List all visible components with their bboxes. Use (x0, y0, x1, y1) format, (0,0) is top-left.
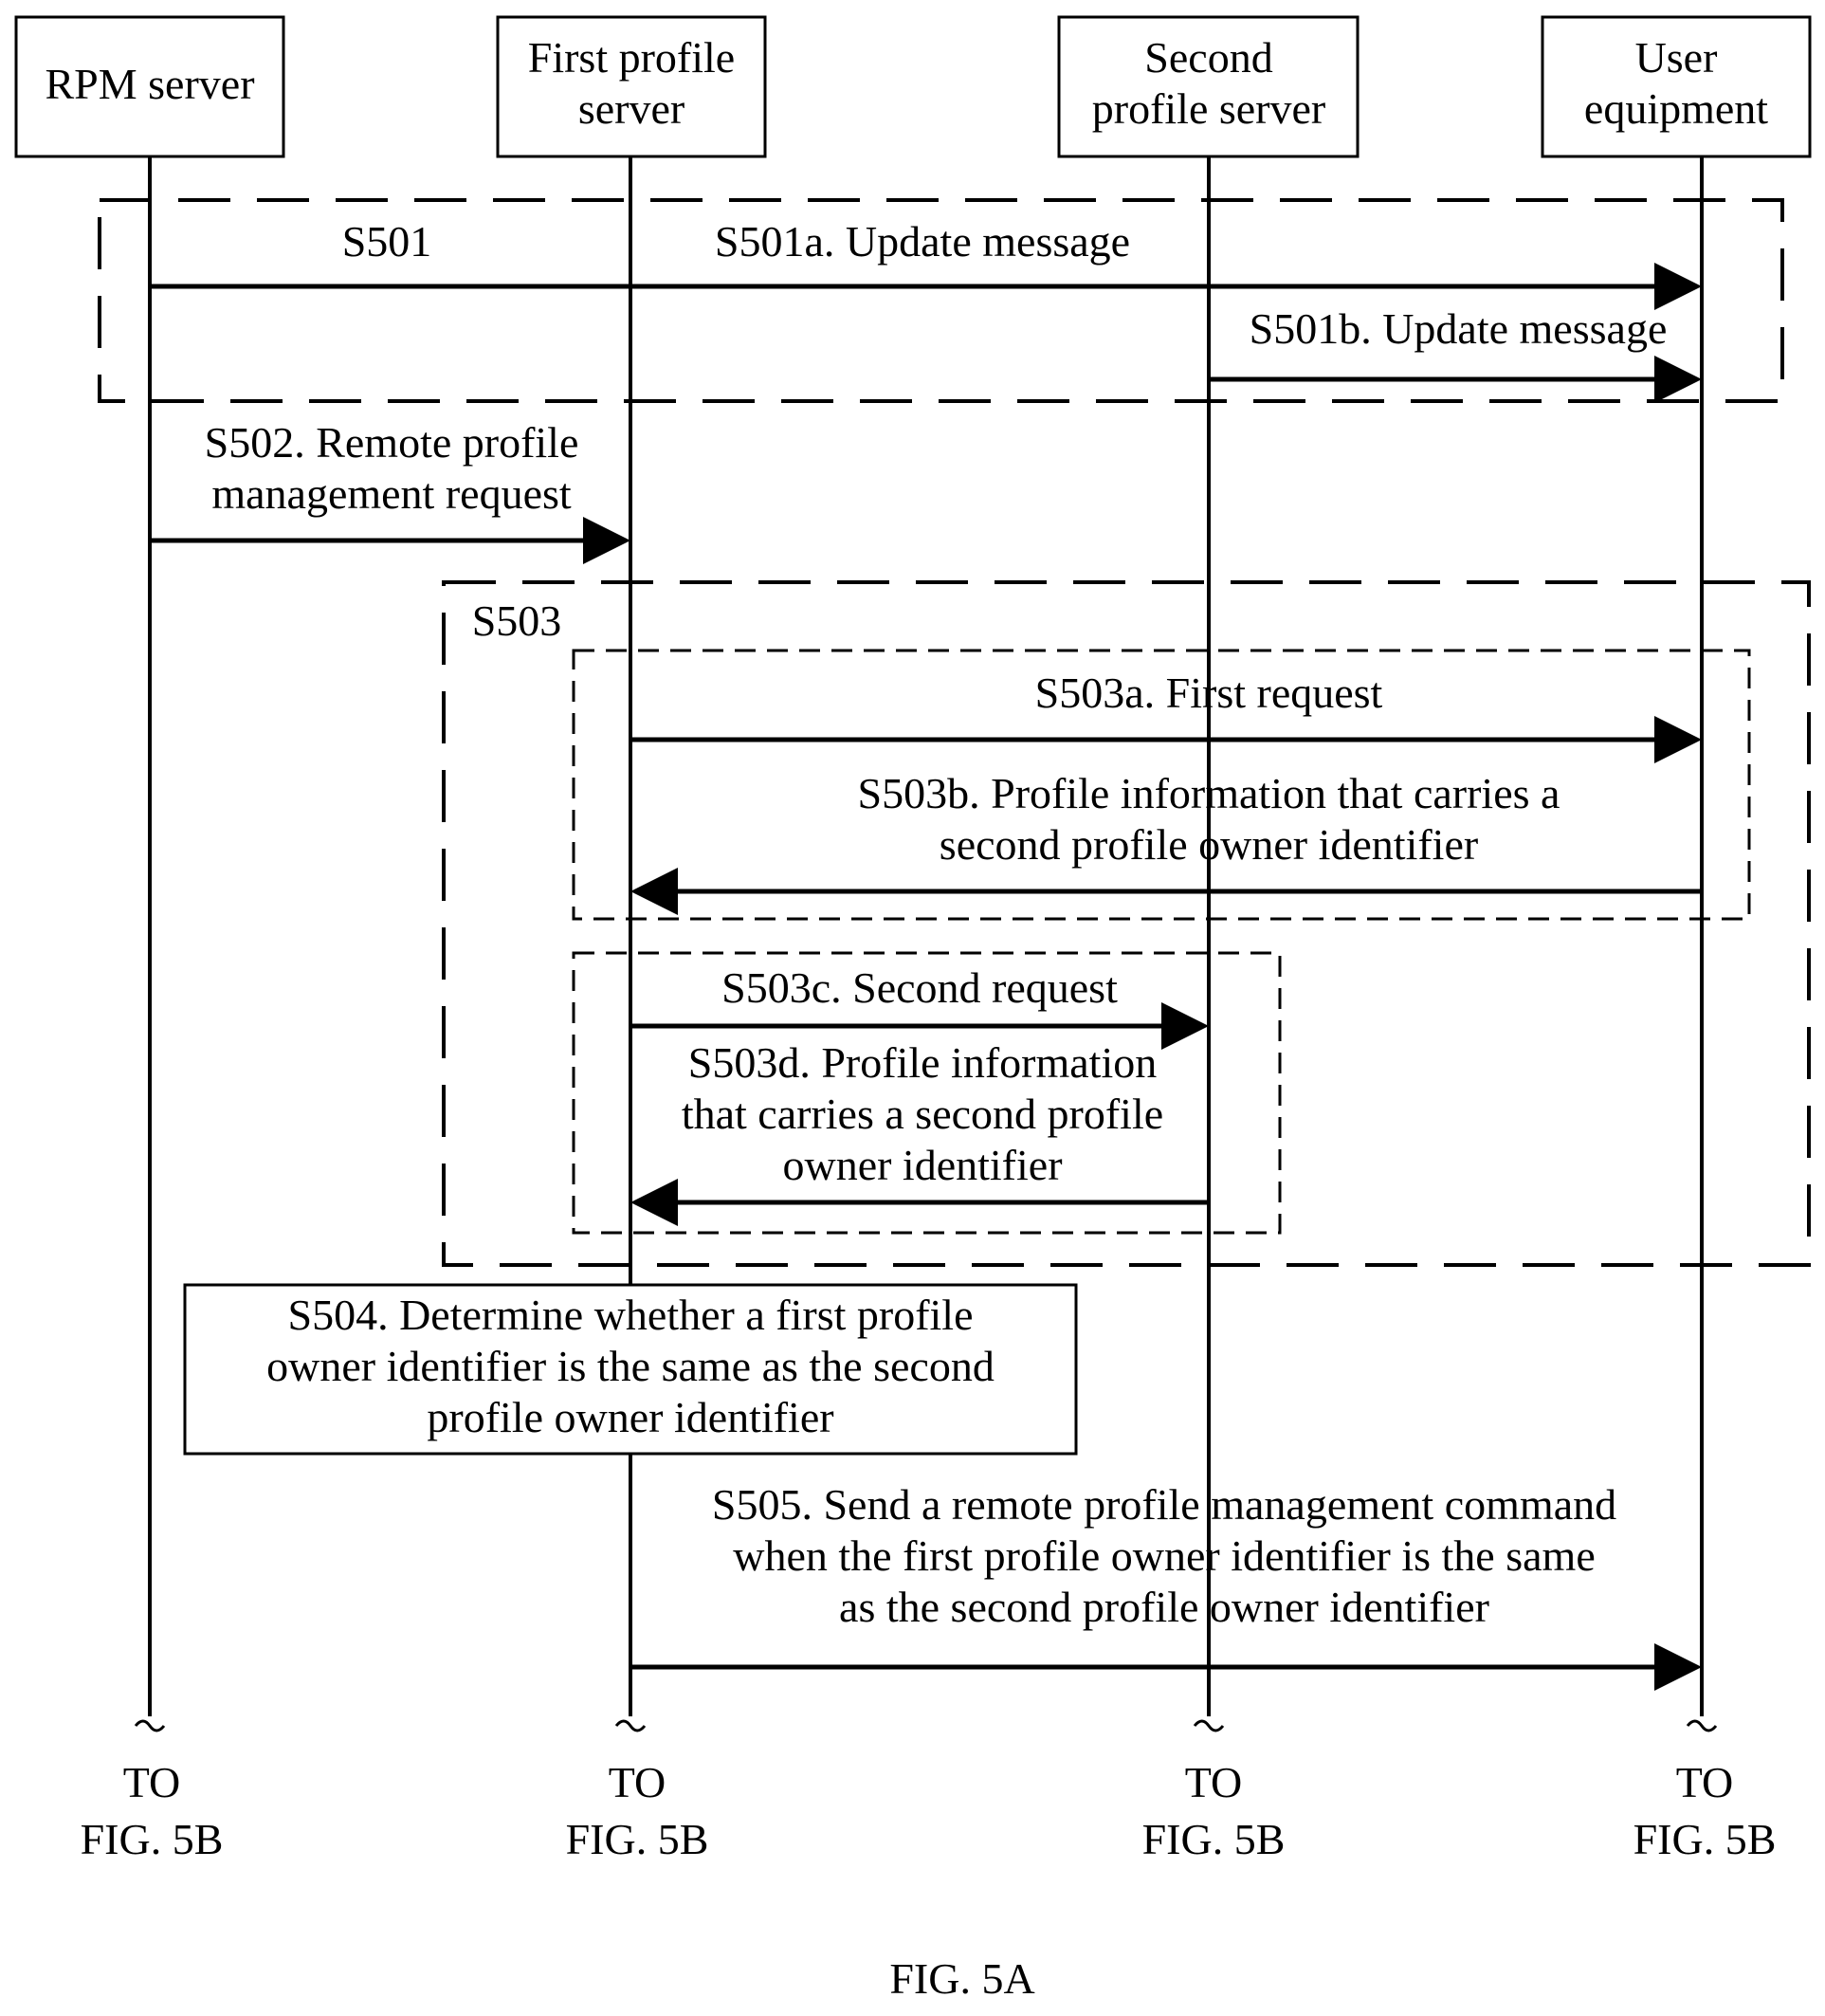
s503d-label-line1: S503d. Profile information (688, 1038, 1157, 1087)
s503d-label-line2: that carries a second profile (682, 1090, 1163, 1138)
s504-label-line1: S504. Determine whether a first profile (288, 1291, 974, 1339)
first-profile-server-label-line1: First profile (528, 33, 735, 82)
sps-break-tilde (1195, 1721, 1223, 1731)
rpm-break-tilde (136, 1721, 164, 1731)
rpm-continuation-fig: FIG. 5B (81, 1815, 224, 1863)
s503b-label-line1: S503b. Profile information that carries … (858, 769, 1560, 817)
second-profile-server-label-line1: Second (1144, 33, 1272, 82)
fps-break-tilde (616, 1721, 645, 1731)
s501a-label: S501a. Update message (715, 217, 1130, 266)
s505-label-line2: when the first profile owner identifier … (733, 1531, 1596, 1580)
figure-caption: FIG. 5A (889, 1954, 1034, 2003)
s503-group-label: S503 (472, 596, 562, 645)
ue-continuation-fig: FIG. 5B (1633, 1815, 1777, 1863)
first-profile-server-label-line2: server (578, 84, 684, 133)
s505-label-line1: S505. Send a remote profile management c… (712, 1480, 1616, 1529)
rpm-server-label: RPM server (45, 60, 254, 108)
s503b-label-line2: second profile owner identifier (940, 820, 1478, 869)
s503d-label-line3: owner identifier (782, 1141, 1062, 1189)
s503a-label: S503a. First request (1035, 669, 1383, 717)
user-equipment-label-line2: equipment (1584, 84, 1768, 133)
s504-label-line2: owner identifier is the same as the seco… (266, 1342, 995, 1390)
s505-label-line3: as the second profile owner identifier (839, 1583, 1489, 1631)
s502-label-line1: S502. Remote profile (205, 418, 579, 467)
s501-group-label: S501 (342, 217, 432, 266)
second-profile-server-label-line2: profile server (1092, 84, 1326, 133)
ue-break-tilde (1688, 1721, 1716, 1731)
user-equipment-label-line1: User (1635, 33, 1718, 82)
s501b-label: S501b. Update message (1250, 304, 1668, 353)
s502-label-line2: management request (211, 469, 572, 518)
fps-continuation-fig: FIG. 5B (566, 1815, 709, 1863)
sps-continuation-to: TO (1185, 1758, 1243, 1806)
s503c-label: S503c. Second request (721, 963, 1118, 1012)
ue-continuation-to: TO (1676, 1758, 1734, 1806)
fps-continuation-to: TO (609, 1758, 666, 1806)
sps-continuation-fig: FIG. 5B (1142, 1815, 1286, 1863)
s504-label-line3: profile owner identifier (427, 1393, 833, 1441)
rpm-continuation-to: TO (123, 1758, 181, 1806)
